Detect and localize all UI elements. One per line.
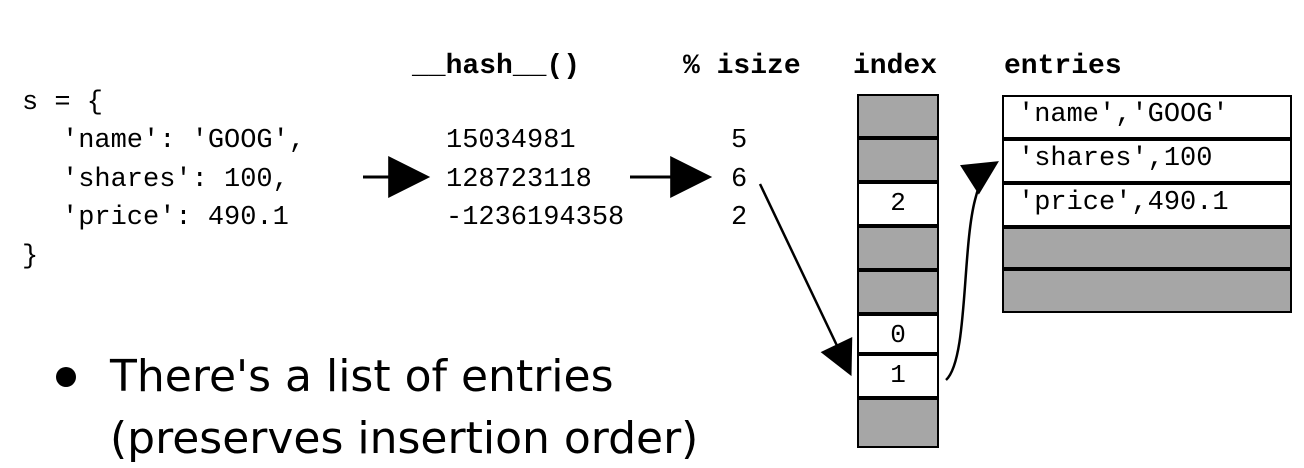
index-slot: 1 [857, 354, 939, 398]
index-header: index [853, 51, 938, 82]
bullet-dot [56, 367, 76, 387]
bullet-line-1: There's a list of entries [110, 351, 614, 402]
index-slot [857, 270, 939, 314]
isize-header: % isize [683, 51, 801, 82]
code-line-price: 'price': 490.1 [62, 203, 289, 233]
entries-header: entries [1004, 51, 1122, 82]
mod-value-name: 5 [731, 126, 748, 156]
index-slot [857, 226, 939, 270]
entry-row: 'shares',100 [1002, 139, 1292, 183]
index-slot: 2 [857, 182, 939, 226]
index-slot [857, 94, 939, 138]
mod-value-shares: 6 [731, 165, 748, 195]
mod-value-price: 2 [731, 203, 748, 233]
code-open: s = { [22, 88, 104, 118]
hash-header: __hash__() [412, 51, 581, 82]
index-slot [857, 398, 939, 448]
entry-row [1002, 269, 1292, 313]
entry-row [1002, 227, 1292, 269]
arrow-mod-to-index [758, 183, 853, 377]
entry-row: 'name','GOOG' [1002, 95, 1292, 139]
bullet-line-2: (preserves insertion order) [110, 413, 699, 464]
entry-row: 'price',490.1 [1002, 183, 1292, 227]
index-slot: 0 [857, 314, 939, 354]
code-line-name: 'name': 'GOOG', [62, 126, 306, 156]
index-slot [857, 138, 939, 182]
code-line-shares: 'shares': 100, [62, 165, 289, 195]
hash-value-shares: 128723118 [446, 165, 592, 195]
code-close: } [22, 242, 39, 272]
hash-value-price: -1236194358 [446, 203, 625, 233]
hash-value-name: 15034981 [446, 126, 576, 156]
arrows-layer [363, 156, 999, 381]
arrow-index-to-entry [945, 161, 999, 381]
